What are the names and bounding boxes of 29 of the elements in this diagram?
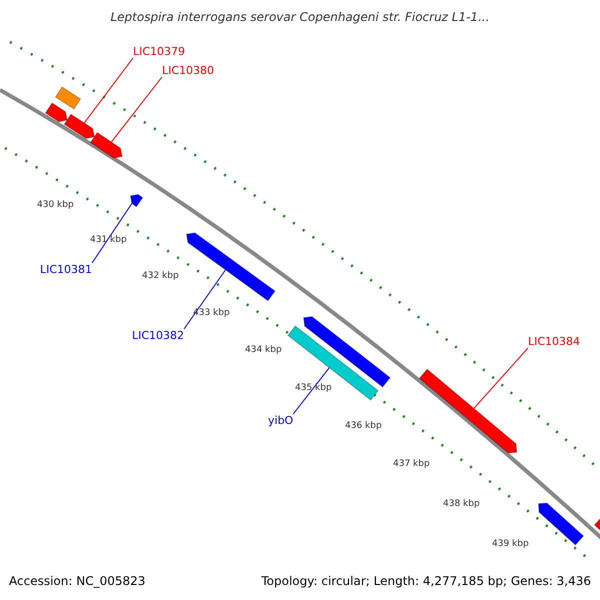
- gene-feature: [64, 114, 96, 140]
- gene-feature: [54, 86, 82, 110]
- scale-label: 436 kbp: [345, 421, 382, 431]
- leader-line: [473, 348, 528, 409]
- gene-label: LIC10382: [132, 329, 184, 342]
- gene-feature: [594, 516, 600, 532]
- gene-label: LIC10384: [528, 335, 580, 348]
- gene-feature: [130, 194, 144, 208]
- leader-line: [292, 367, 330, 414]
- footer-text: Accession: NC_005823: [9, 574, 146, 588]
- scale-label: 438 kbp: [443, 499, 480, 509]
- gene-feature: [418, 368, 518, 454]
- gene-label: LIC10379: [133, 45, 186, 58]
- leader-line: [84, 58, 134, 124]
- leader-line: [184, 269, 226, 330]
- footer-text: Topology: circular; Length: 4,277,185 bp; Genes: 3,436: [261, 574, 591, 588]
- gene-label: yibO: [268, 414, 294, 427]
- gene-label: LIC10381: [40, 263, 92, 276]
- gene-feature: [186, 232, 276, 302]
- gene-feature: [538, 502, 584, 546]
- scale-label: 435 kbp: [295, 383, 332, 393]
- scale-label: 430 kbp: [37, 200, 74, 210]
- leader-line: [110, 76, 162, 143]
- gene-label: LIC10380: [162, 64, 214, 77]
- title: Leptospira interrogans serovar Copenhageni str. Fiocruz L1-1...: [109, 10, 491, 24]
- leader-line: [92, 203, 132, 264]
- gene-feature: [287, 325, 379, 401]
- gene-feature: [44, 102, 68, 122]
- gene-feature: [90, 132, 123, 159]
